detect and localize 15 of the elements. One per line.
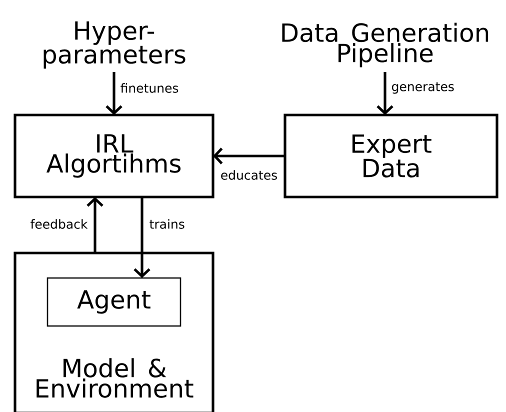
edge-label: feedback	[30, 219, 88, 229]
process-box: IRL Algortihms	[14, 114, 214, 198]
edge-label: finetunes	[120, 83, 178, 93]
arrow	[106, 72, 122, 115]
edge-label: generates	[392, 82, 454, 94]
heading-text: Hyper- parameters	[44, 21, 186, 69]
process-box: Expert Data	[284, 114, 498, 198]
arrow	[86, 197, 104, 253]
heading-text: Data Generation Pipeline	[282, 22, 488, 68]
arrow	[376, 72, 394, 115]
process-box: Agent	[46, 277, 182, 327]
edge-label: trains	[150, 219, 184, 229]
edge-label: educates	[221, 170, 277, 180]
arrow	[134, 197, 150, 278]
arrow	[213, 148, 285, 164]
